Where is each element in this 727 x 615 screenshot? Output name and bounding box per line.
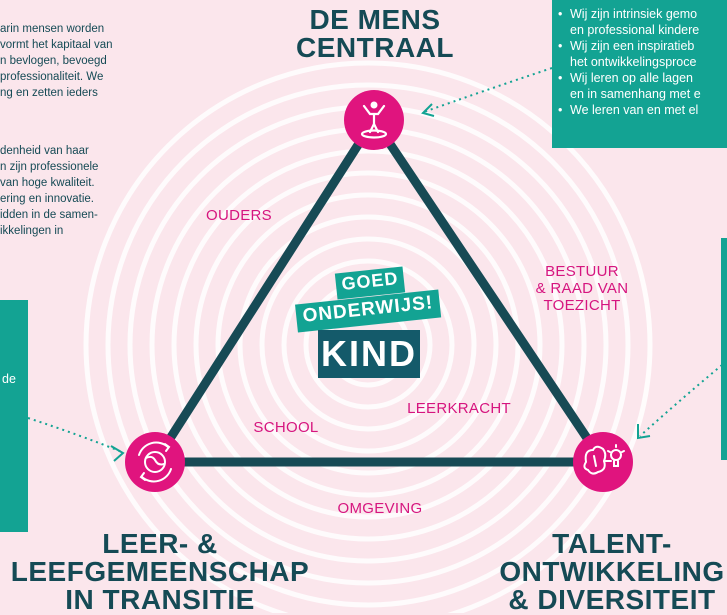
person-raised-arms-icon bbox=[360, 101, 388, 139]
title-top: DE MENS CENTRAAL bbox=[262, 6, 488, 62]
left-info-box: de bbox=[0, 300, 28, 532]
text-line: idden in de samen- bbox=[0, 209, 98, 221]
label-ouders: OUDERS bbox=[206, 207, 272, 224]
text-line: arin mensen worden bbox=[0, 23, 105, 35]
list-item: en in samenhang met e bbox=[570, 87, 701, 101]
text-line: professionaliteit. We bbox=[0, 71, 104, 83]
text-line: vormt het kapitaal van bbox=[0, 39, 113, 51]
title-bottom-left: LEER- & LEEFGEMEENSCHAP IN TRANSITIE bbox=[0, 530, 320, 614]
title-line: TALENT- bbox=[552, 528, 672, 559]
node-bottom-right bbox=[573, 432, 633, 492]
title-line: CENTRAAL bbox=[296, 32, 454, 63]
label-line: & RAAD VAN bbox=[535, 280, 629, 297]
badge-kind-bg bbox=[318, 330, 420, 378]
title-line: DE MENS bbox=[309, 4, 441, 35]
label-school: SCHOOL bbox=[253, 419, 319, 436]
arrowhead-top bbox=[421, 103, 435, 117]
right-info-box bbox=[721, 238, 727, 460]
triangle-outline bbox=[150, 115, 608, 467]
list-item: het ontwikkelingsproce bbox=[570, 55, 697, 69]
badge-goed-bg bbox=[334, 266, 406, 300]
title-line: & DIVERSITEIT bbox=[508, 584, 716, 615]
top-right-info-box: Wij zijn intrinsiek gemo en professional… bbox=[552, 0, 727, 148]
left-paragraph-2: denheid van haar n zijn professionele va… bbox=[0, 143, 150, 239]
title-line: IN TRANSITIE bbox=[65, 584, 255, 615]
title-bottom-right: TALENT- ONTWIKKELING & DIVERSITEIT bbox=[480, 530, 727, 614]
list-item: Wij zijn intrinsiek gemo bbox=[570, 7, 698, 21]
text-line: n bevlogen, bevoegd bbox=[0, 55, 107, 67]
left-paragraph-1: arin mensen worden vormt het kapitaal va… bbox=[0, 21, 150, 101]
text-line: de bbox=[2, 372, 16, 386]
globe-arrows-icon bbox=[138, 441, 172, 483]
list-item: We leren van en met el bbox=[570, 103, 699, 117]
dotted-arrow-left bbox=[27, 417, 123, 453]
text-line: n zijn professionele bbox=[0, 161, 99, 173]
list-item: en professional kindere bbox=[570, 23, 700, 37]
label-omgeving: OMGEVING bbox=[337, 500, 423, 517]
label-line: TOEZICHT bbox=[543, 297, 621, 314]
text-line: ikkelingen in bbox=[0, 225, 64, 237]
text-line: denheid van haar bbox=[0, 145, 89, 157]
badge-onderwijs-bg bbox=[295, 289, 442, 333]
label-leerkracht: LEERKRACHT bbox=[407, 400, 511, 417]
node-bottom-left bbox=[125, 432, 185, 492]
center-badges bbox=[295, 266, 442, 378]
arrowhead-left bbox=[110, 445, 125, 462]
list-item: Wij zijn een inspiratieb bbox=[570, 39, 695, 53]
arrowhead-right bbox=[637, 424, 651, 440]
badge-kind: KIND bbox=[321, 333, 417, 374]
text-line: ng en zetten ieders bbox=[0, 87, 98, 99]
dotted-arrow-top bbox=[423, 67, 553, 113]
title-line: LEER- & bbox=[102, 528, 218, 559]
text-line: van hoge kwaliteit. bbox=[0, 177, 95, 189]
node-top bbox=[344, 90, 404, 150]
text-line: ering en innovatie. bbox=[0, 193, 94, 205]
label-bestuur: BESTUUR & RAAD VAN TOEZICHT bbox=[528, 263, 636, 314]
label-line: BESTUUR bbox=[545, 263, 619, 280]
dotted-arrow-right bbox=[639, 364, 723, 437]
title-line: ONTWIKKELING bbox=[499, 556, 725, 587]
list-item: Wij leren op alle lagen bbox=[570, 71, 693, 85]
brain-lightbulb-icon bbox=[583, 444, 625, 475]
title-line: LEEFGEMEENSCHAP bbox=[10, 556, 310, 587]
